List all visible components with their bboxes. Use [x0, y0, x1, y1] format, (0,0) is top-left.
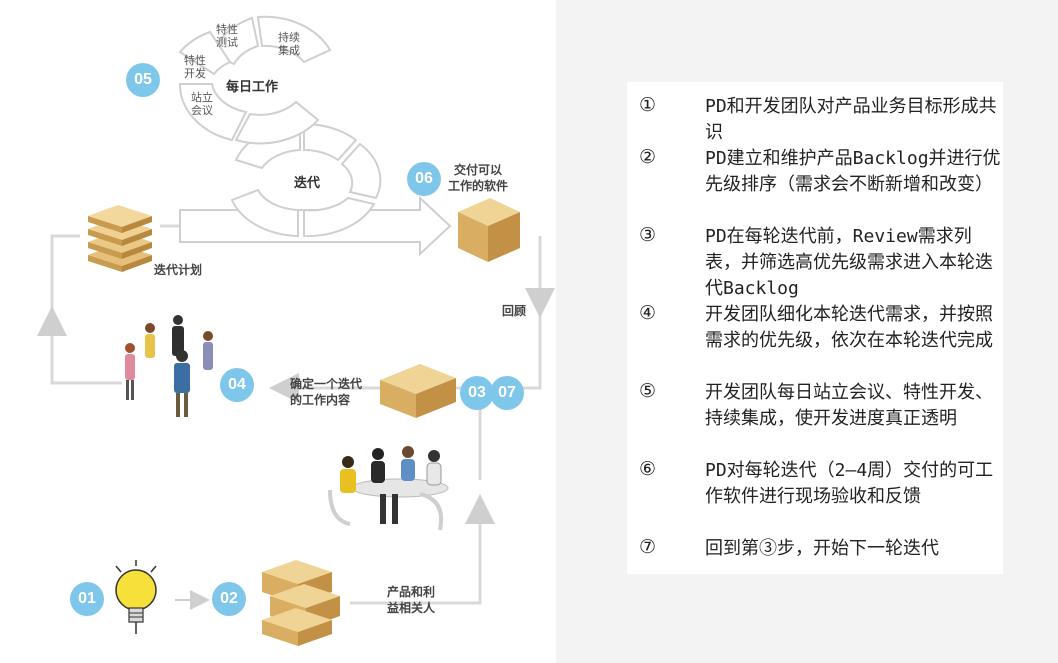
feature-test-label: 特性 测试	[216, 24, 238, 49]
step-badge-07: 07	[490, 376, 524, 410]
iteration-plan-stack	[88, 205, 152, 272]
steps-panel: ① PD和开发团队对产品业务目标形成共识 ② PD建立和维护产品Backlog并…	[627, 82, 1003, 574]
step-text: PD建立和维护产品Backlog并进行优先级排序（需求会不断新增和改变）	[705, 148, 1001, 195]
continuous-integration-label: 持续 集成	[278, 32, 300, 57]
deliver-label: 交付可以 工作的软件	[448, 163, 509, 193]
deliver-box	[458, 198, 520, 262]
feature-dev-label: 特性 开发	[184, 55, 206, 80]
step-badge-02: 02	[212, 582, 246, 616]
lightbulb-icon	[115, 560, 157, 634]
daily-work-label: 每日工作	[226, 79, 279, 94]
standup-label: 站立 会议	[191, 92, 213, 117]
iteration-content-box	[380, 364, 456, 418]
step-text: 回到第③步，开始下一轮迭代	[705, 538, 939, 559]
diagram-area: 01 02 03 04 05 06 07 产品和利 益相关人 迭代计划 确定一个…	[37, 15, 555, 646]
step-text: PD和开发团队对产品业务目标形成共识	[705, 96, 997, 143]
feedback-loop-line	[269, 236, 542, 403]
flow-02-03	[350, 494, 495, 605]
step-number: ③	[639, 224, 657, 246]
stakeholders-label: 产品和利 益相关人	[387, 585, 436, 615]
team-standing-illustration	[125, 315, 213, 417]
decide-content-label: 确定一个迭代 的工作内容	[290, 377, 363, 407]
step-badge-06: 06	[407, 162, 441, 196]
step-number: ⑤	[639, 380, 657, 402]
diagram-canvas	[37, 15, 555, 646]
step-text: PD在每轮迭代前，Review需求列表，并筛选高优先级需求进入本轮迭代Backl…	[705, 226, 993, 299]
step-badge-04: 04	[220, 368, 254, 402]
step-text: 开发团队每日站立会议、特性开发、持续集成，使开发进度真正透明	[705, 382, 993, 429]
step-number: ⑥	[639, 458, 657, 480]
daily-work-ring	[178, 15, 332, 145]
iteration-plan-label: 迭代计划	[154, 263, 203, 277]
step-number: ④	[639, 302, 657, 324]
step-badge-05: 05	[126, 63, 160, 97]
step-number: ②	[639, 146, 657, 168]
step-number: ①	[639, 94, 657, 116]
step-text: 开发团队细化本轮迭代需求，并按照需求的优先级，依次在本轮迭代完成	[705, 304, 993, 351]
step-number: ⑦	[639, 536, 657, 558]
iteration-label: 迭代	[294, 175, 321, 190]
step-badge-03: 03	[460, 376, 494, 410]
step-text: PD对每轮迭代（2—4周）交付的可工作软件进行现场验收和反馈	[705, 460, 994, 507]
step-badge-01: 01	[70, 582, 104, 616]
meeting-illustration	[328, 446, 449, 531]
product-backlog-boxes	[262, 560, 340, 646]
review-label: 回顾	[502, 304, 527, 318]
